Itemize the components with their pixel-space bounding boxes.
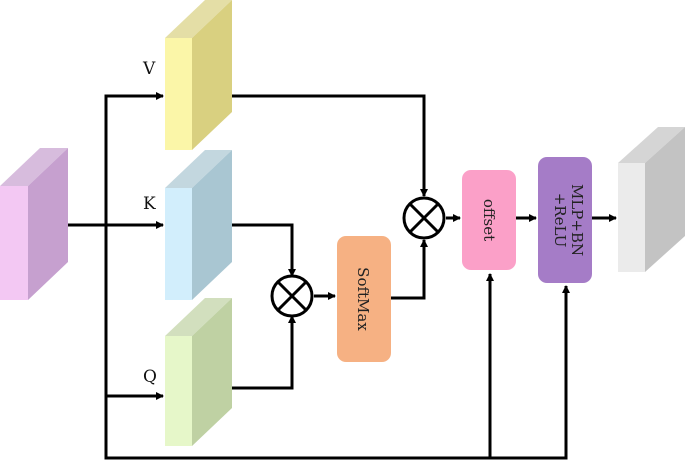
- v-feature-block: [165, 0, 232, 150]
- k-block-side: [192, 150, 232, 300]
- wire-v-to-multiply: [232, 94, 428, 197]
- q-block-front: [165, 336, 192, 446]
- k-block-top: [165, 150, 232, 188]
- input-block-side: [28, 148, 68, 300]
- offset-box: [462, 170, 516, 270]
- mlp-bn-relu-block: MLP+BN +ReLU: [538, 157, 592, 283]
- output-block-front: [618, 163, 645, 272]
- softmax-label: SoftMax: [354, 267, 372, 331]
- offset-label: offset: [480, 199, 498, 241]
- multiply-operator-lower: [270, 274, 314, 318]
- input-feature-block: [0, 148, 68, 300]
- wire-k-to-multiply: [232, 223, 296, 277]
- input-block-top: [0, 148, 68, 186]
- softmax-block: SoftMax: [337, 236, 391, 362]
- mlp-label-line1: MLP+BN: [568, 184, 586, 256]
- q-label: Q: [143, 367, 157, 387]
- q-block-top: [165, 298, 232, 336]
- output-feature-block: [618, 127, 685, 272]
- output-block-top: [618, 127, 685, 163]
- multiply-operator-upper: [402, 196, 446, 240]
- k-label: K: [143, 194, 156, 214]
- input-block-front: [0, 186, 28, 300]
- mlp-box: [538, 157, 592, 283]
- v-block-side: [192, 0, 232, 150]
- wire-q-to-multiply: [232, 315, 296, 390]
- v-block-front: [165, 38, 192, 150]
- offset-block: offset: [462, 170, 516, 270]
- k-block-front: [165, 188, 192, 300]
- mlp-label-line2: +ReLU: [551, 193, 569, 248]
- softmax-box: [337, 236, 391, 362]
- connections: [68, 92, 617, 460]
- v-label: V: [142, 59, 156, 79]
- k-feature-block: [165, 150, 232, 300]
- v-block-top: [165, 0, 232, 38]
- q-block-side: [192, 298, 232, 446]
- q-feature-block: [165, 298, 232, 446]
- output-block-side: [645, 127, 685, 272]
- wire-softmax-to-multiply: [391, 239, 428, 300]
